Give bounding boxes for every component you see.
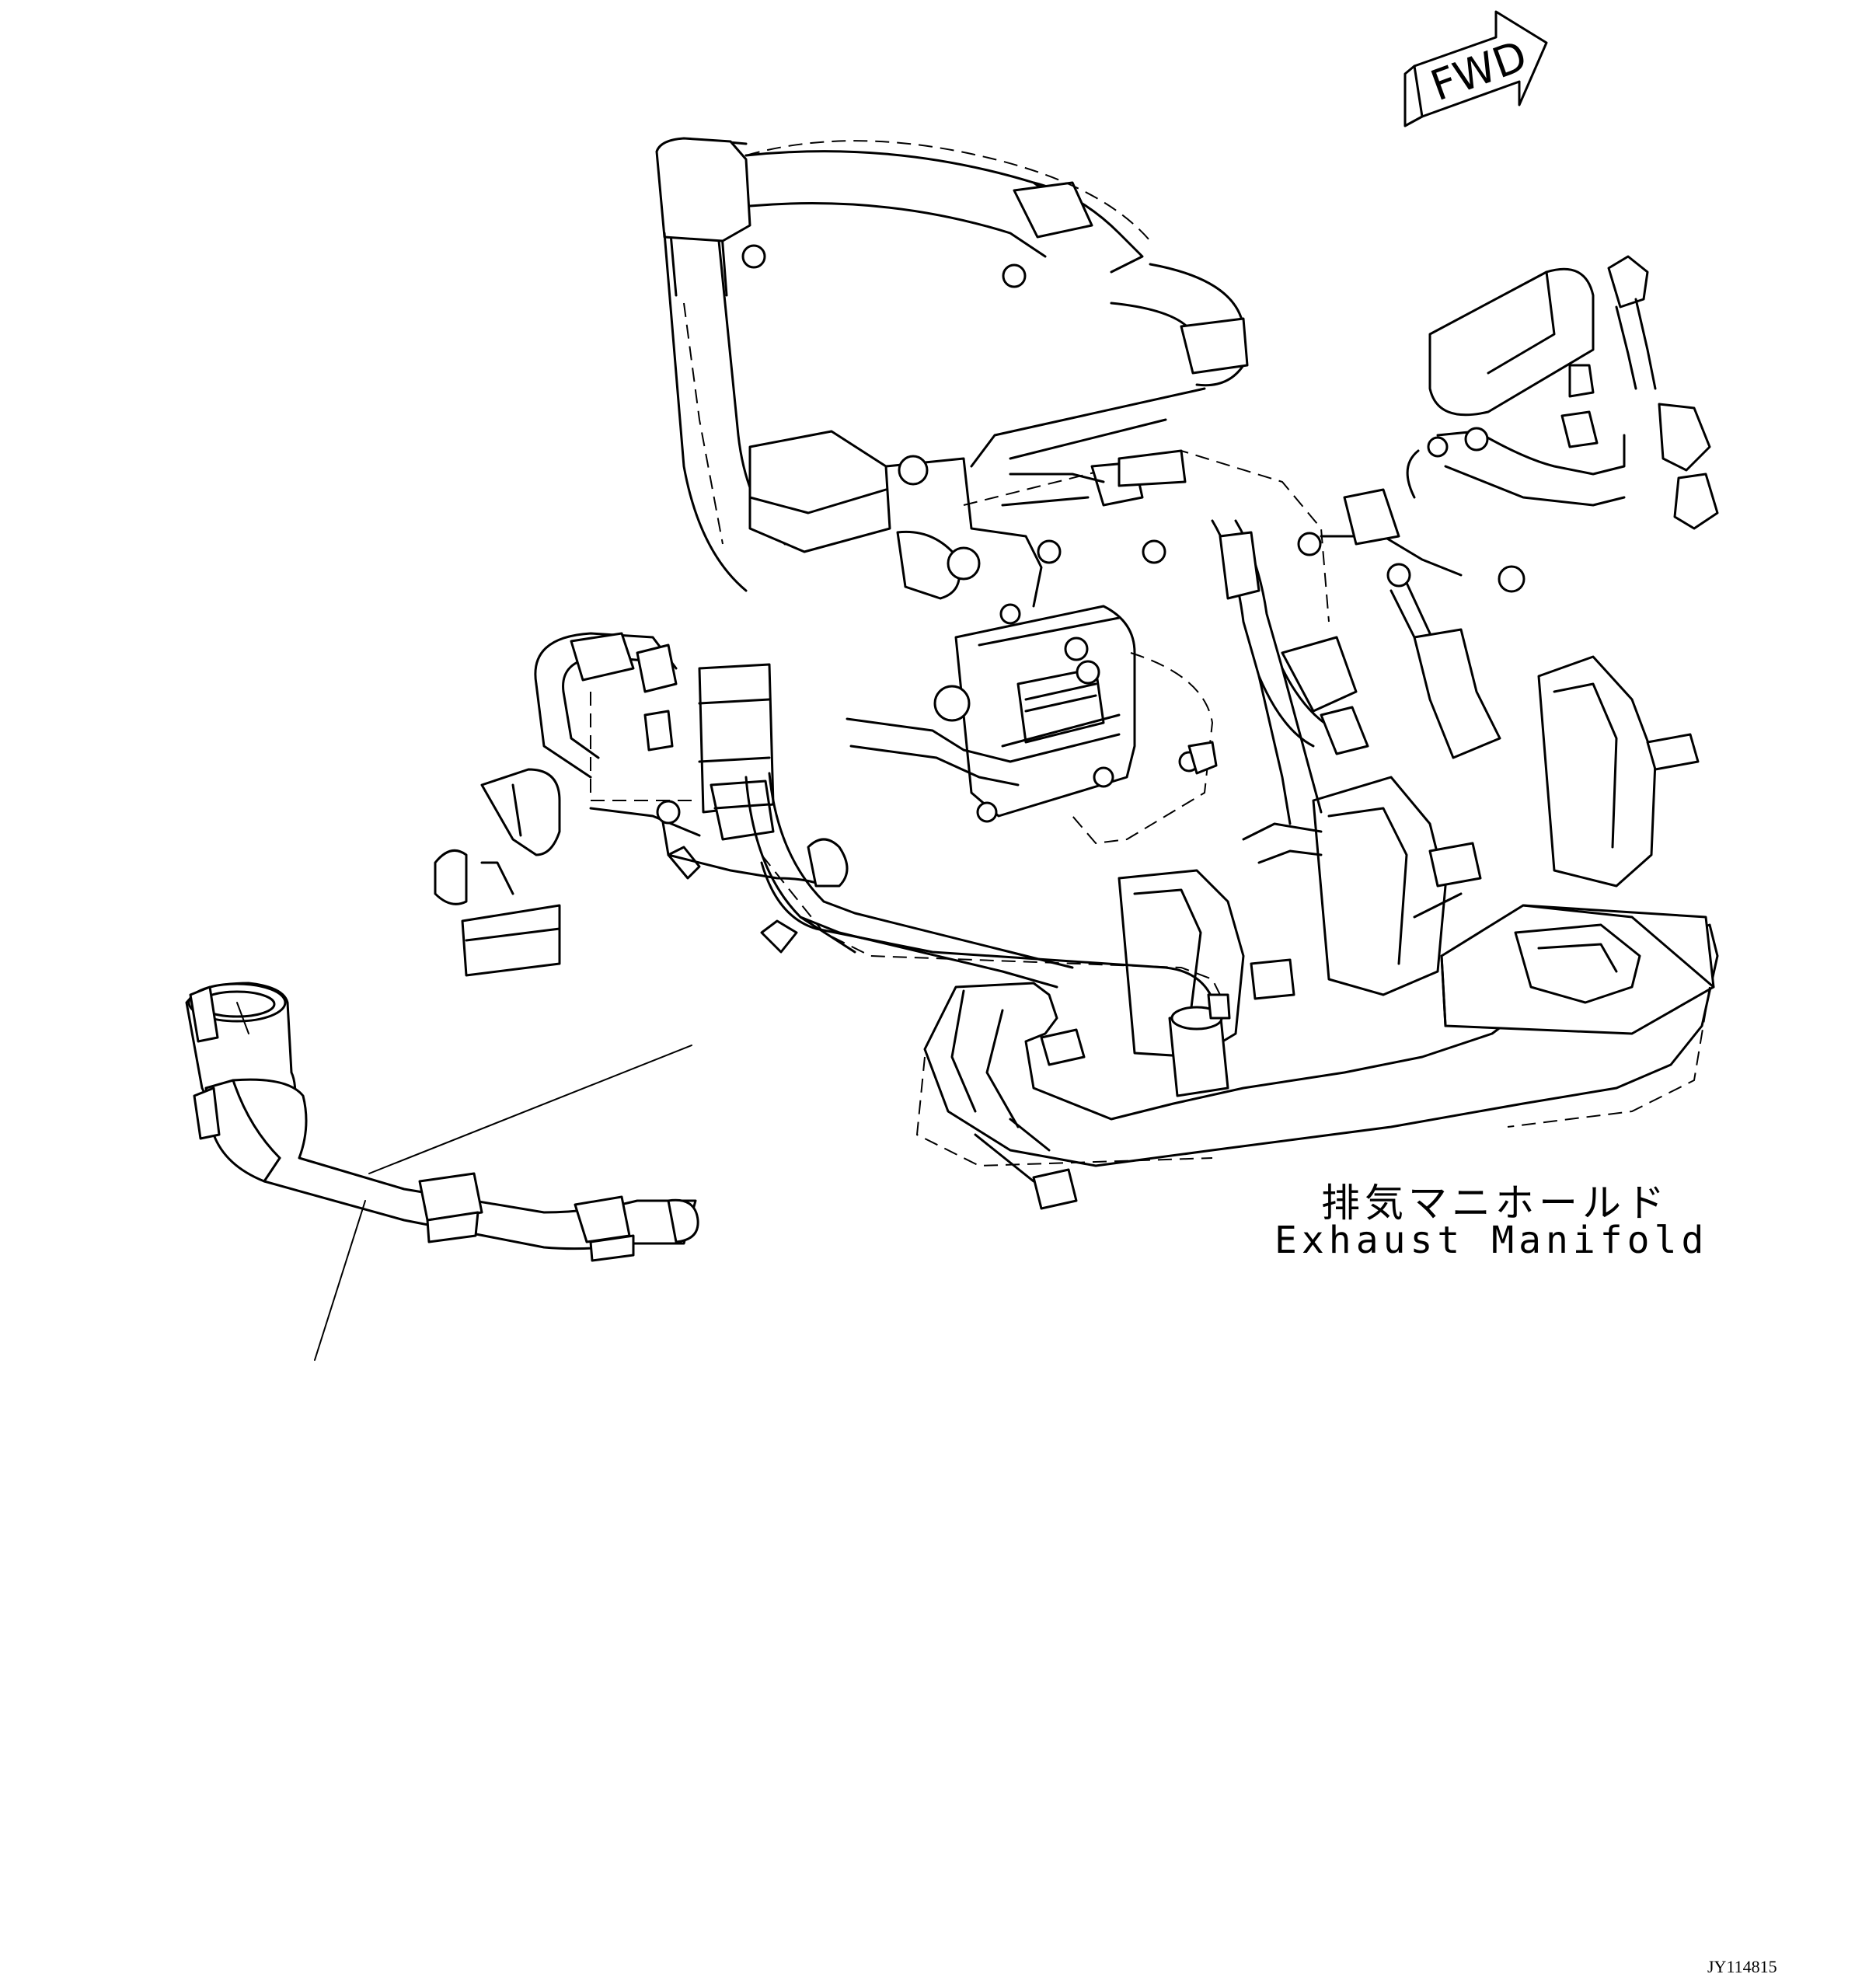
leader-lines <box>314 1045 692 1361</box>
bolts <box>656 244 1525 825</box>
exhaust-manifold <box>915 655 1719 1210</box>
fwd-direction-arrow: FWD <box>1403 10 1548 127</box>
upper-pipe-loop <box>655 137 1249 592</box>
hose-part <box>185 982 699 1262</box>
left-harness <box>434 632 1074 989</box>
manifold-label-jp: 排気マニホールド <box>1321 1181 1669 1226</box>
right-harness-strand <box>1211 488 1501 825</box>
figure-id: JY114815 <box>1707 1957 1777 1976</box>
right-sensor-group <box>1406 255 1719 530</box>
central-harness <box>748 430 1330 845</box>
sensor-line <box>760 854 1231 1020</box>
manifold-label-en: Exhaust Manifold <box>1274 1219 1709 1262</box>
